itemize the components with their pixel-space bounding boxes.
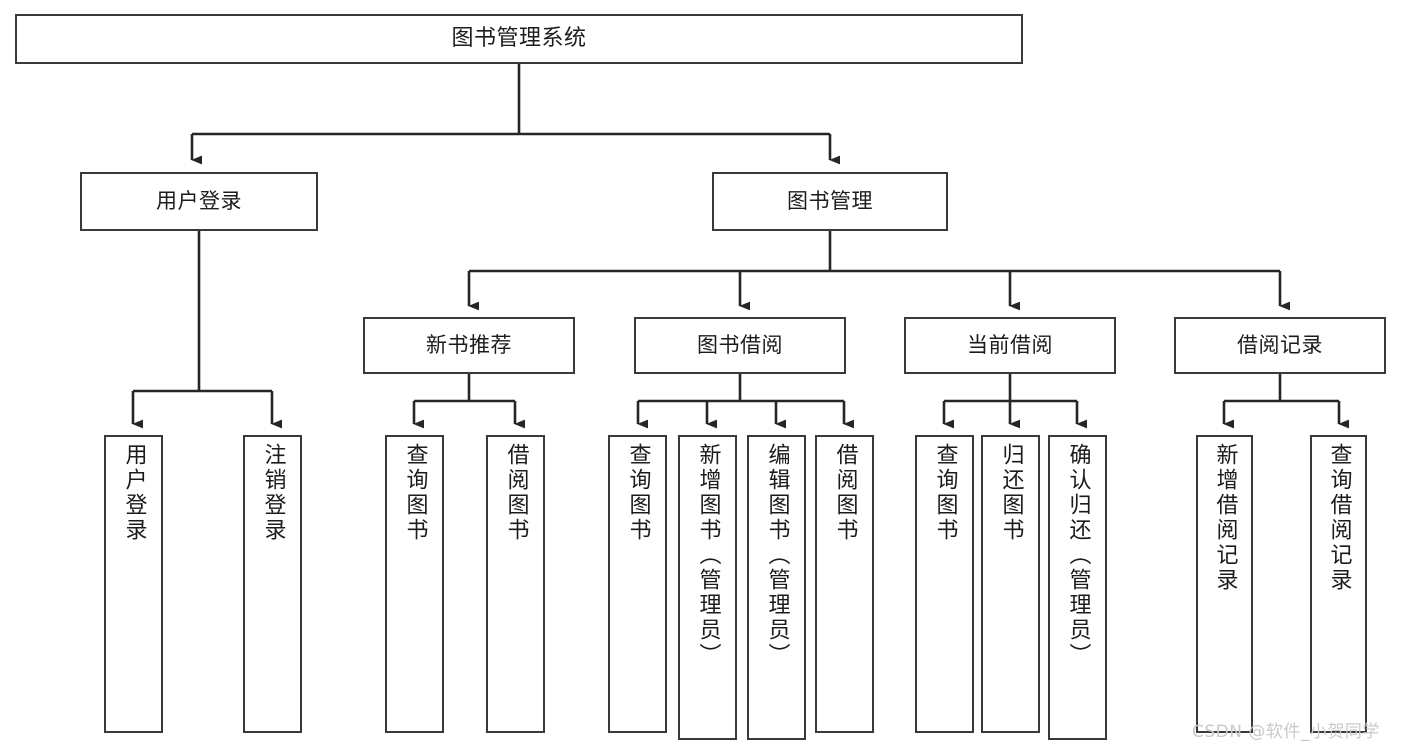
node-label: 图书管理 [787,189,873,214]
node-label: 图书管理系统 [451,26,587,52]
node-label: 借阅图书 [503,443,529,543]
node-label: 借阅记录 [1237,333,1323,358]
node-leaf-query-record[interactable]: 查询借阅记录 [1310,435,1367,733]
node-leaf-return-book[interactable]: 归还图书 [981,435,1040,733]
node-leaf-borrow-book-1[interactable]: 借阅图书 [486,435,545,733]
node-root-system[interactable]: 图书管理系统 [15,14,1023,64]
node-label: 新增图书（管理员） [695,443,721,668]
node-current-borrow[interactable]: 当前借阅 [904,317,1116,374]
node-label: 注销登录 [260,443,286,543]
node-label: 当前借阅 [967,333,1053,358]
node-label: 新增借阅记录 [1212,443,1238,593]
node-leaf-add-book[interactable]: 新增图书（管理员） [678,435,737,740]
node-label: 归还图书 [998,443,1024,543]
node-book-management[interactable]: 图书管理 [712,172,948,231]
node-leaf-logout[interactable]: 注销登录 [243,435,302,733]
node-leaf-query-book-3[interactable]: 查询图书 [915,435,974,733]
watermark-text: CSDN @软件_小贺同学 [1192,722,1380,742]
node-leaf-query-book-2[interactable]: 查询图书 [608,435,667,733]
node-label: 新书推荐 [426,333,512,358]
node-leaf-edit-book[interactable]: 编辑图书（管理员） [747,435,806,740]
node-label: 查询图书 [402,443,428,543]
node-label: 查询借阅记录 [1326,443,1352,593]
node-user-login[interactable]: 用户登录 [80,172,318,231]
node-label: 图书借阅 [697,333,783,358]
node-leaf-confirm-return[interactable]: 确认归还（管理员） [1048,435,1107,740]
node-label: 用户登录 [121,443,147,543]
node-label: 编辑图书（管理员） [764,443,790,668]
node-book-borrow[interactable]: 图书借阅 [634,317,846,374]
node-label: 查询图书 [625,443,651,543]
node-label: 查询图书 [932,443,958,543]
node-leaf-borrow-book-2[interactable]: 借阅图书 [815,435,874,733]
node-leaf-user-login[interactable]: 用户登录 [104,435,163,733]
node-new-book-recommend[interactable]: 新书推荐 [363,317,575,374]
node-borrow-record[interactable]: 借阅记录 [1174,317,1386,374]
node-leaf-query-book-1[interactable]: 查询图书 [385,435,444,733]
node-leaf-add-record[interactable]: 新增借阅记录 [1196,435,1253,733]
node-label: 借阅图书 [832,443,858,543]
node-label: 确认归还（管理员） [1065,443,1091,668]
node-label: 用户登录 [156,189,242,214]
